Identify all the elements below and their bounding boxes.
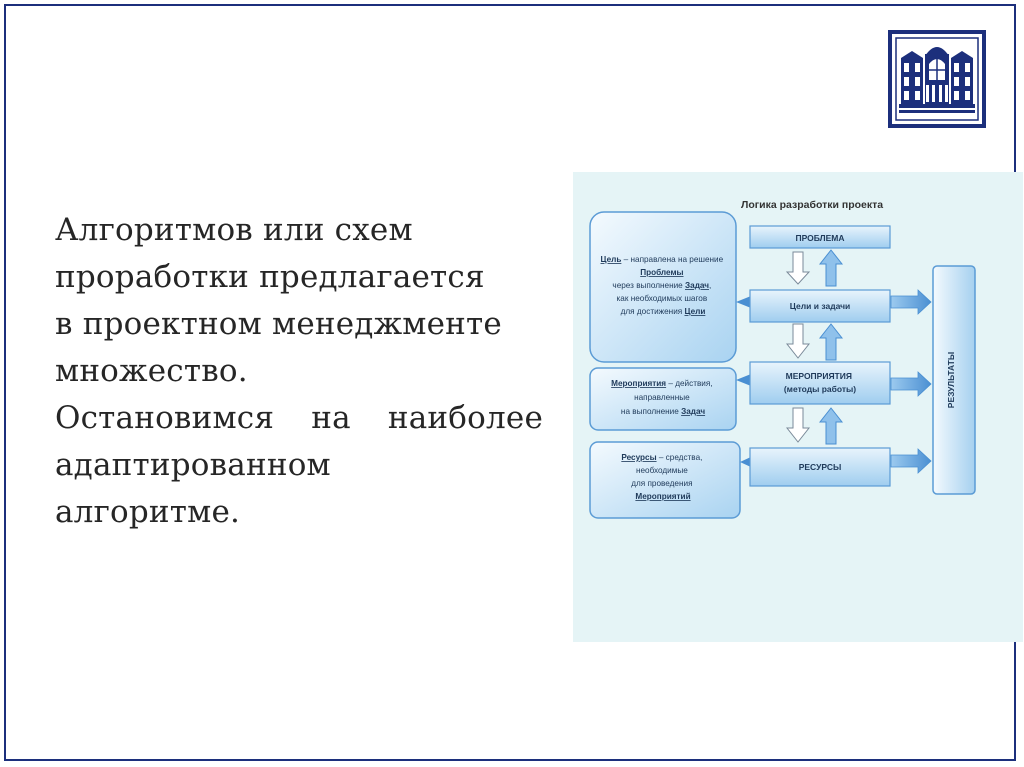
down-arrow [785, 323, 811, 359]
connector-arrow [736, 296, 751, 308]
down-arrow [785, 407, 811, 443]
right-arrow [890, 371, 932, 397]
events-description-box [589, 367, 737, 431]
results-box [932, 265, 976, 495]
right-arrow [890, 289, 932, 315]
paragraph-line: в проектном менеджменте [55, 306, 502, 342]
problem-box-label: ПРОБЛЕМА [795, 233, 844, 243]
up-arrow [818, 249, 844, 287]
events-box-label: МЕРОПРИЯТИЯ (методы работы) [784, 371, 856, 394]
problem-box [749, 225, 891, 249]
up-arrow [818, 407, 844, 445]
goal-box [589, 211, 737, 363]
paragraph-line: Остановимся на наиболее [55, 400, 543, 436]
right-arrow [890, 448, 932, 474]
down-arrow [785, 251, 811, 285]
up-arrow [818, 323, 844, 361]
resources-description-box [589, 441, 741, 519]
project-logic-diagram: Логика разработки проекта Цель – направл… [573, 172, 1023, 642]
resources-box-label: РЕСУРСЫ [799, 462, 842, 472]
paragraph-line: алгоритме. [55, 494, 241, 530]
diagram-title: Логика разработки проекта [741, 199, 883, 211]
slide-paragraph: Алгоритмов или схем проработки предлагае… [55, 207, 543, 536]
goals-box-label: Цели и задачи [790, 301, 851, 311]
paragraph-line: множество. [55, 353, 248, 389]
goals-box [749, 289, 891, 323]
events-description-text: Мероприятия – действия, направленные на … [611, 379, 715, 416]
paragraph-line: проработки предлагается [55, 259, 485, 295]
resources-description-text: Ресурсы – средства, необходимые для пров… [621, 453, 704, 501]
paragraph-line: Алгоритмов или схем [55, 212, 413, 248]
paragraph-line: адаптированном [55, 447, 331, 483]
goal-box-text: Цель – направлена на решение Проблемы че… [601, 255, 726, 316]
resources-box [749, 447, 891, 487]
events-box [749, 361, 891, 405]
connector-arrow [736, 374, 751, 386]
results-label: РЕЗУЛЬТАТЫ [946, 352, 956, 408]
university-building-icon [888, 30, 986, 128]
